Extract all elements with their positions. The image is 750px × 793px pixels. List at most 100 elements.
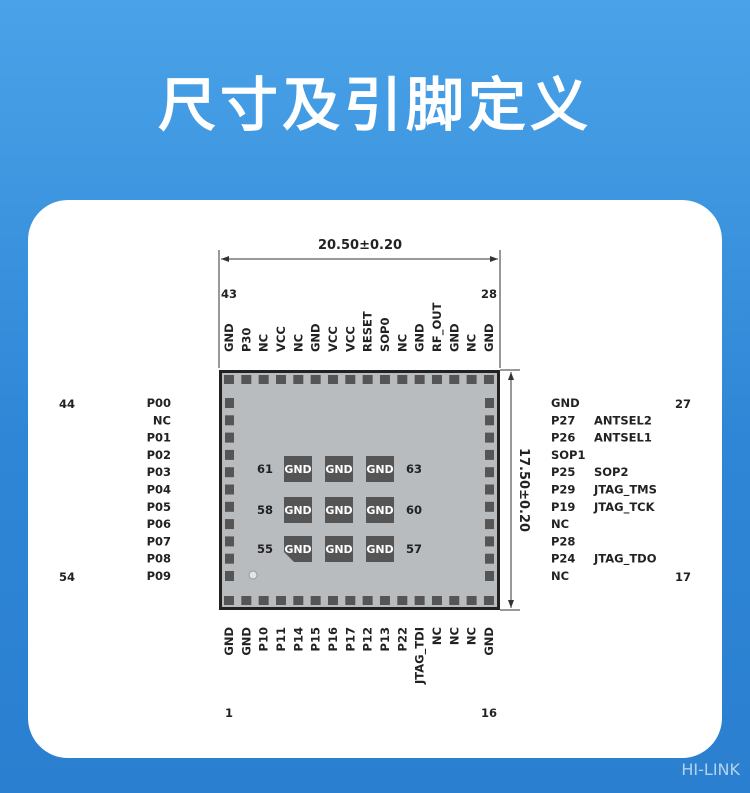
right-pin-functions: ANTSEL2ANTSEL1SOP2JTAG_TMSJTAG_TCKJTAG_T… (593, 413, 657, 566)
top-pin-label: GND (222, 323, 236, 352)
right-pin-function: JTAG_TCK (593, 500, 656, 515)
right-pin-label: P29 (551, 483, 575, 497)
bottom-pin-label: JTAG_TDI (413, 627, 428, 685)
edge-pad (293, 375, 304, 384)
bottom-pin-label: P14 (291, 627, 305, 651)
bottom-pin-label: GND (239, 627, 253, 656)
edge-pad (225, 536, 234, 547)
left-pin-label: P03 (147, 465, 171, 479)
left-pin-label: P05 (147, 500, 171, 514)
left-pin-label: P00 (147, 396, 171, 410)
right-pin-label: GND (551, 396, 580, 410)
bottom-pin-label: P11 (274, 627, 288, 651)
gnd-pad-label: GND (325, 543, 352, 556)
height-label: 17.50±0.20 (516, 448, 531, 532)
top-pin-label: GND (447, 323, 461, 352)
pad-number-right: 57 (406, 542, 422, 556)
edge-pad (310, 375, 321, 384)
page-title: 尺寸及引脚定义 (157, 71, 592, 139)
gnd-pad-label: GND (284, 504, 311, 517)
right-pin-label: P19 (551, 500, 575, 514)
bottom-edge-pads (224, 596, 494, 605)
right-pin-label: P28 (551, 534, 575, 548)
edge-pad (485, 501, 494, 512)
bottom-pin-label: P12 (361, 627, 375, 651)
edge-pad (449, 596, 460, 605)
top-pin-label: SOP0 (378, 318, 392, 353)
left-pin-label: P07 (147, 534, 171, 548)
edge-pad (431, 375, 442, 384)
left-pin-label: P04 (147, 483, 171, 497)
pad-number-right: 60 (406, 503, 422, 517)
bottom-pin-label: NC (465, 627, 479, 645)
edge-pad (225, 519, 234, 530)
edge-pad (293, 596, 304, 605)
gnd-pad-label: GND (325, 463, 352, 476)
right-pin-label: SOP1 (551, 448, 586, 462)
gnd-pad (366, 536, 394, 562)
edge-pad (258, 375, 269, 384)
module-body (219, 370, 500, 610)
top-pin-label: NC (291, 334, 305, 352)
edge-pad (225, 398, 234, 408)
right-pin-label: NC (551, 517, 569, 531)
edge-pad (466, 375, 477, 384)
gnd-pad-label: GND (284, 463, 311, 476)
gnd-pad-label: GND (325, 504, 352, 517)
gnd-pad-label: GND (366, 463, 393, 476)
pin-number-1: 1 (225, 706, 233, 720)
top-edge-pads (224, 375, 494, 384)
pin-number-27: 27 (675, 397, 691, 411)
edge-pad (225, 415, 234, 426)
right-pin-label: P26 (551, 431, 575, 445)
left-pin-label: NC (153, 413, 171, 427)
edge-pad (258, 596, 269, 605)
edge-pad (310, 596, 321, 605)
gnd-pad-label: GND (366, 543, 393, 556)
left-edge-pads (225, 398, 234, 581)
top-pin-label: VCC (326, 326, 340, 352)
bottom-pin-label: P16 (326, 627, 340, 651)
edge-pad (397, 375, 408, 384)
gnd-pad-label: GND (284, 543, 311, 556)
pad-number-right: 63 (406, 462, 422, 476)
edge-pad (225, 432, 234, 443)
top-pin-label: RF_OUT (430, 302, 445, 352)
bottom-pin-label: NC (447, 627, 461, 645)
bottom-pin-label: P17 (343, 627, 357, 651)
edge-pad (327, 596, 338, 605)
pin1-marker (248, 570, 258, 580)
gnd-pad-label: GND (366, 504, 393, 517)
gnd-pad (325, 536, 353, 562)
edge-pad (275, 375, 286, 384)
edge-pad (275, 596, 286, 605)
pin-number-54: 54 (59, 570, 75, 584)
top-pin-label: VCC (343, 326, 357, 352)
edge-pad (483, 596, 494, 605)
right-pin-label: P25 (551, 465, 575, 479)
right-pin-function: ANTSEL1 (594, 431, 652, 445)
right-pin-function: JTAG_TDO (593, 552, 657, 567)
pin-number-43: 43 (221, 287, 237, 301)
width-label: 20.50±0.20 (318, 238, 402, 253)
left-pin-label: P01 (147, 431, 171, 445)
right-pin-function: ANTSEL2 (594, 413, 652, 427)
pad-number-left: 55 (257, 542, 273, 556)
left-pin-label: P08 (147, 552, 171, 566)
right-pin-function: JTAG_TMS (593, 483, 657, 498)
top-pin-label: GND (309, 323, 323, 352)
edge-pad (241, 596, 252, 605)
top-pin-label: RESET (361, 311, 375, 352)
pin-number-28: 28 (481, 287, 497, 301)
gnd-pad (284, 497, 312, 523)
edge-pad (225, 449, 234, 460)
top-pin-label: NC (257, 334, 271, 352)
edge-pad (327, 375, 338, 384)
bottom-pin-label: GND (482, 627, 496, 656)
edge-pad (485, 519, 494, 530)
bottom-pin-label: NC (430, 627, 444, 645)
edge-pad (485, 553, 494, 564)
